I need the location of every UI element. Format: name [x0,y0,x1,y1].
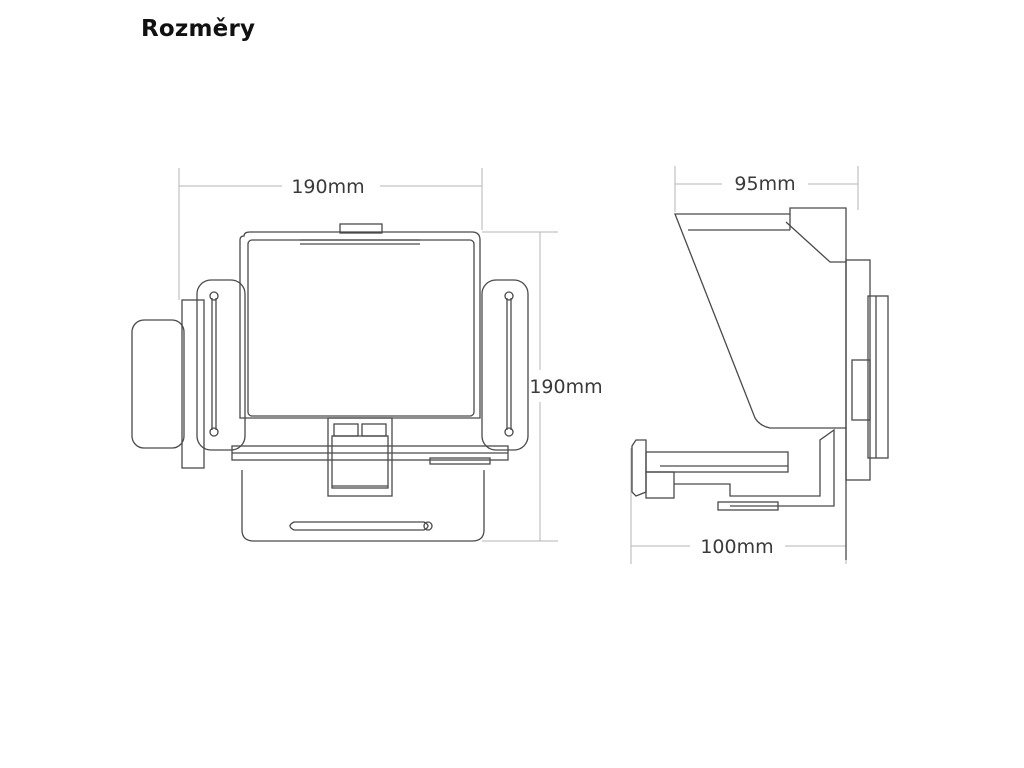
front-height-dimension [482,231,558,542]
horizontal-bar [231,445,509,465]
page-title: Rozměry [141,16,256,42]
left-phone-clamp [131,279,246,469]
side-hood [674,207,847,429]
side-view [630,166,889,564]
front-height-label: 190mm [529,376,602,398]
base-plate [241,470,485,542]
side-base-depth-label: 100mm [700,536,773,558]
side-rear-plate [845,259,889,560]
front-width-label: 190mm [291,176,364,198]
top-knob [339,223,383,234]
side-bottom-clamp [631,428,835,511]
right-phone-clamp [481,279,529,451]
glass-frame [239,231,481,419]
side-top-dimension [674,166,859,212]
front-width-dimension [178,168,483,300]
front-view [131,168,558,542]
center-mount [327,417,393,497]
side-top-depth-label: 95mm [734,173,795,195]
